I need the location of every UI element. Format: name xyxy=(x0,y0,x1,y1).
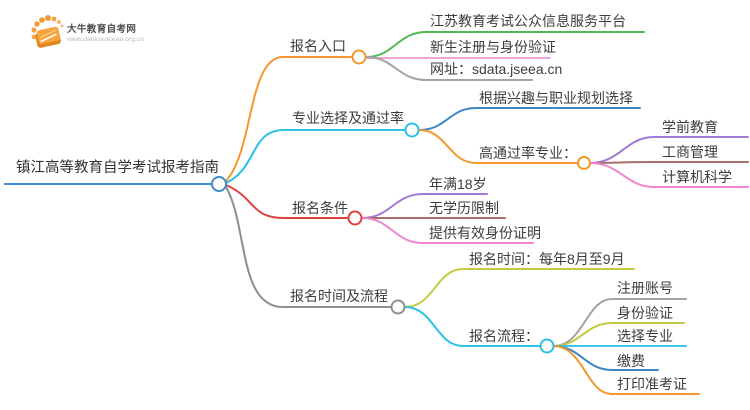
edge-major-selection xyxy=(225,129,406,184)
leaf-label-computer-science[interactable]: 计算机科学 xyxy=(662,169,732,185)
signup-flow-node-circle[interactable] xyxy=(539,338,555,354)
edge-interest-career xyxy=(418,107,641,131)
leaf-label-register-account[interactable]: 注册账号 xyxy=(617,280,673,296)
leaf-label-print-ticket[interactable]: 打印准考证 xyxy=(617,376,687,392)
leaf-label-platform[interactable]: 江苏教育考试公众信息服务平台 xyxy=(430,13,626,29)
leaf-label-valid-id[interactable]: 提供有效身份证明 xyxy=(429,225,541,241)
leaf-label-interest-career[interactable]: 根据兴趣与职业规划选择 xyxy=(479,90,633,106)
edge-signup-time xyxy=(404,268,635,308)
leaf-label-age-requirement[interactable]: 年满18岁 xyxy=(429,176,487,192)
edge-website xyxy=(365,56,533,81)
book-icon xyxy=(31,15,64,48)
edge-computer-science xyxy=(589,162,749,188)
major-selection-node-circle[interactable] xyxy=(404,122,420,138)
branch-label-signup-entry[interactable]: 报名入口 xyxy=(290,38,346,54)
edge-signup-entry xyxy=(225,56,353,182)
branch-label-high-pass-majors[interactable]: 高通过率专业： xyxy=(479,145,577,161)
edge-business-admin xyxy=(589,161,749,164)
time-process-node-circle[interactable] xyxy=(390,299,406,315)
leaf-label-registration-verification[interactable]: 新生注册与身份验证 xyxy=(430,39,556,55)
leaf-label-no-education-limit[interactable]: 无学历限制 xyxy=(429,200,499,216)
edge-time-process xyxy=(225,186,392,308)
logo-url: www.daniuxuexiao.org.cn xyxy=(67,36,145,43)
root-node-circle[interactable] xyxy=(211,176,227,192)
leaf-label-website[interactable]: 网址：sdata.jseea.cn xyxy=(430,61,563,77)
edge-signup-flow xyxy=(404,306,541,347)
branch-label-major-selection[interactable]: 专业选择及通过率 xyxy=(292,110,404,126)
requirements-node-circle[interactable] xyxy=(347,210,363,226)
leaf-label-business-admin[interactable]: 工商管理 xyxy=(662,144,718,160)
leaf-label-pay-fee[interactable]: 缴费 xyxy=(617,353,645,369)
leaf-label-preschool-education[interactable]: 学前教育 xyxy=(662,119,718,135)
leaf-label-signup-time[interactable]: 报名时间：每年8月至9月 xyxy=(469,251,625,267)
edge-platform xyxy=(365,31,645,58)
edge-high-pass-majors xyxy=(418,129,578,164)
leaf-label-choose-major[interactable]: 选择专业 xyxy=(617,328,673,344)
high-pass-majors-node-circle[interactable] xyxy=(577,156,591,170)
leaf-label-identity-verification[interactable]: 身份验证 xyxy=(617,305,673,321)
site-logo: 大牛教育自考网 www.daniuxuexiao.org.cn xyxy=(28,13,208,53)
branch-label-time-process[interactable]: 报名时间及流程 xyxy=(290,288,388,304)
branch-label-signup-flow[interactable]: 报名流程： xyxy=(469,328,539,344)
root-label[interactable]: 镇江高等教育自学考试报考指南 xyxy=(16,160,219,176)
signup-entry-node-circle[interactable] xyxy=(351,49,367,65)
edge-requirements xyxy=(225,184,349,219)
branch-label-requirements[interactable]: 报名条件 xyxy=(292,200,348,216)
edge-print-ticket xyxy=(552,345,700,395)
logo-title: 大牛教育自考网 xyxy=(67,24,137,35)
edge-valid-id xyxy=(361,217,534,244)
